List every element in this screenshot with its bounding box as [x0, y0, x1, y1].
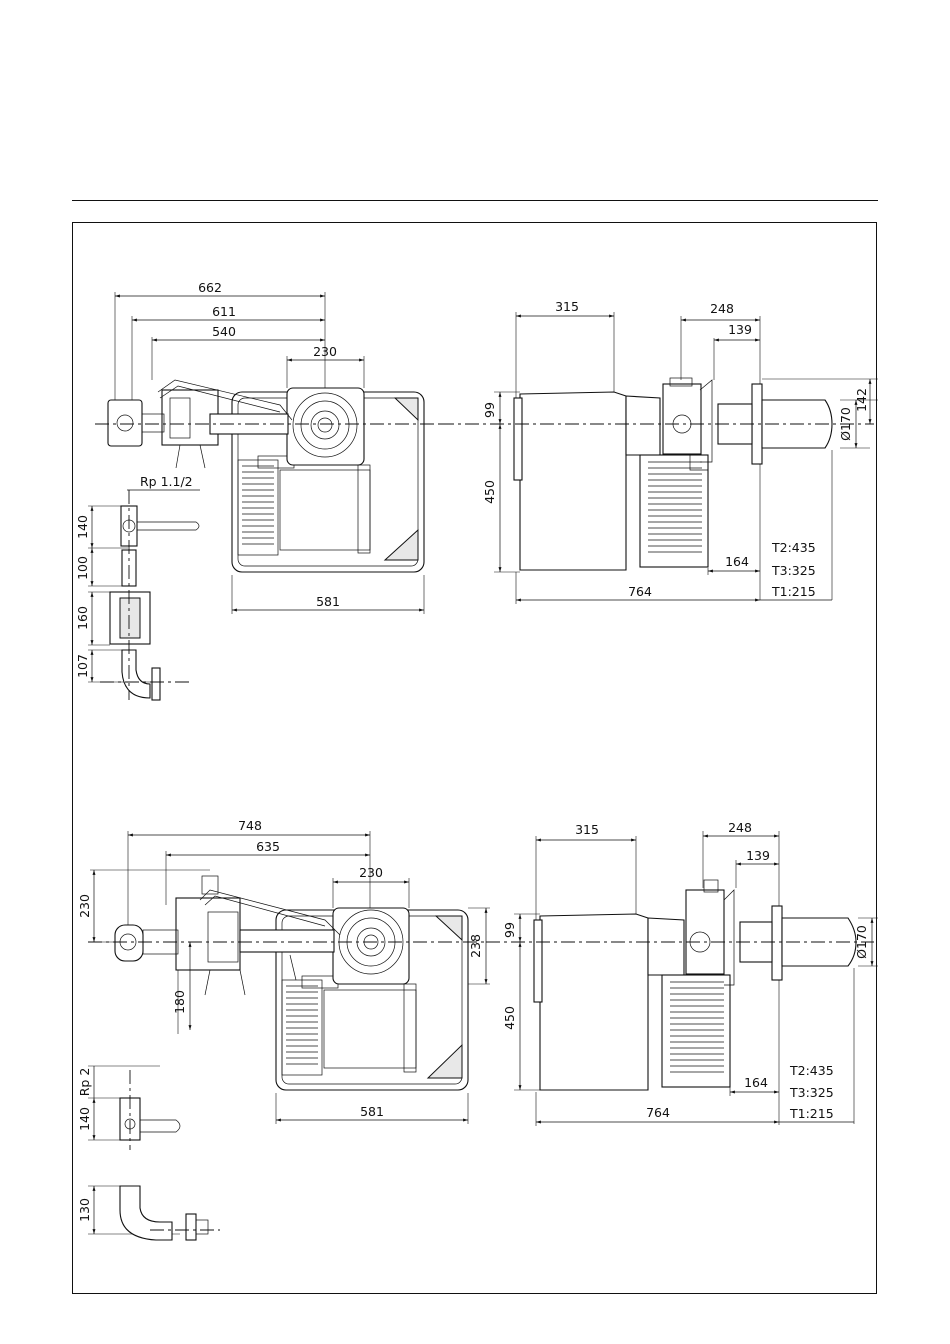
dim-142: 142 [854, 388, 869, 412]
dim-611: 611 [212, 304, 236, 319]
dim-99: 99 [482, 402, 497, 418]
tube-t2: T2:435 [771, 540, 816, 555]
dim-450: 450 [482, 480, 497, 504]
dim-230-width: 230 [359, 865, 383, 880]
dim-450-bottom: 450 [502, 1006, 517, 1030]
gas-dim-130-bottom: 130 [77, 1198, 92, 1222]
dim-180: 180 [172, 990, 187, 1014]
tube-t3: T3:325 [771, 563, 816, 578]
dim-748: 748 [238, 818, 262, 833]
top-left-view: 662 611 540 230 [75, 280, 440, 700]
dim-764: 764 [628, 584, 652, 599]
dim-230-height: 230 [77, 894, 92, 918]
dim-764-bottom: 764 [646, 1105, 670, 1120]
gas-dim-160: 160 [75, 606, 90, 630]
dim-315-bottom: 315 [575, 822, 599, 837]
dim-581: 581 [316, 594, 340, 609]
dim-99-bottom: 99 [502, 922, 517, 938]
dim-diameter-170-bottom: Ø170 [854, 925, 869, 959]
dim-164-bottom: 164 [744, 1075, 768, 1090]
gas-dim-140-bottom: 140 [77, 1107, 92, 1131]
gas-dim-140: 140 [75, 515, 90, 539]
bottom-left-view: 748 635 230 230 [77, 818, 490, 1240]
dim-248-bottom: 248 [728, 820, 752, 835]
gas-dim-100: 100 [75, 556, 90, 580]
gas-dim-107: 107 [75, 654, 90, 678]
dim-315: 315 [555, 299, 579, 314]
tube-t3-bottom: T3:325 [789, 1085, 834, 1100]
top-right-view: 315 248 139 99 450 [440, 299, 878, 604]
bottom-right-view: 315 248 139 99 450 [486, 820, 878, 1126]
dim-diameter-170: Ø170 [838, 407, 853, 441]
tube-t1-bottom: T1:215 [789, 1106, 834, 1121]
tube-t2-bottom: T2:435 [789, 1063, 834, 1078]
dim-139: 139 [728, 322, 752, 337]
dim-164: 164 [725, 554, 749, 569]
dim-230: 230 [313, 344, 337, 359]
gas-thread-label-bottom: Rp 2 [77, 1068, 92, 1097]
dim-248: 248 [710, 301, 734, 316]
dim-139-bottom: 139 [746, 848, 770, 863]
gas-thread-label: Rp 1.1/2 [140, 474, 193, 489]
dim-581-bottom: 581 [360, 1104, 384, 1119]
dim-662: 662 [198, 280, 222, 295]
dim-540: 540 [212, 324, 236, 339]
dim-635: 635 [256, 839, 280, 854]
tube-t1: T1:215 [771, 584, 816, 599]
dim-238: 238 [468, 934, 483, 958]
